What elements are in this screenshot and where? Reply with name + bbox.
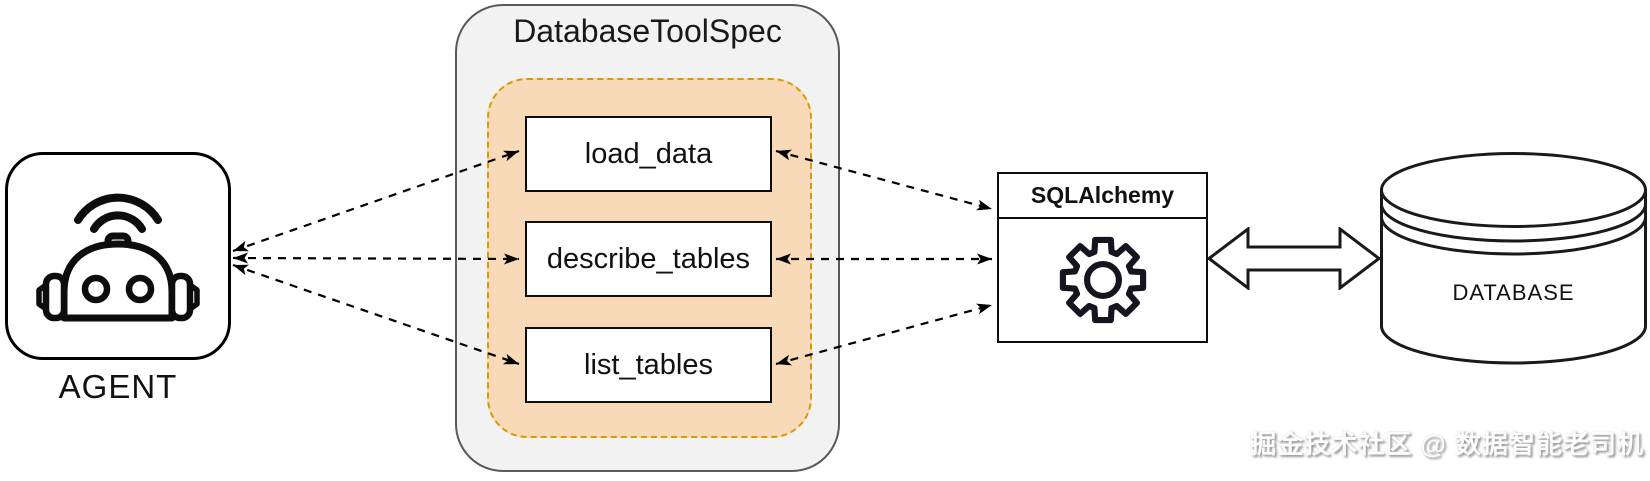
- sqlalchemy-body: [999, 219, 1206, 340]
- toolspec-title: DatabaseToolSpec: [513, 13, 782, 49]
- gear-icon: [1059, 236, 1146, 323]
- sqlalchemy-title: SQLAlchemy: [999, 174, 1206, 219]
- robot-icon: [36, 193, 200, 322]
- wifi-signal-icon: [74, 193, 162, 224]
- tool-box-list-tables: list_tables: [525, 327, 772, 403]
- double-arrow-icon: [1207, 227, 1381, 290]
- database-cylinder-icon: [1380, 152, 1647, 365]
- tool-box-load-data: load_data: [525, 116, 772, 192]
- watermark-text: 掘金技术社区 @ 数据智能老司机: [1250, 429, 1644, 459]
- database-label: DATABASE: [1452, 280, 1575, 305]
- tool-box-describe-tables: describe_tables: [525, 221, 772, 297]
- sqlalchemy-node: SQLAlchemy: [997, 172, 1208, 343]
- agent-label: AGENT: [58, 368, 178, 405]
- agent-node: [5, 152, 231, 360]
